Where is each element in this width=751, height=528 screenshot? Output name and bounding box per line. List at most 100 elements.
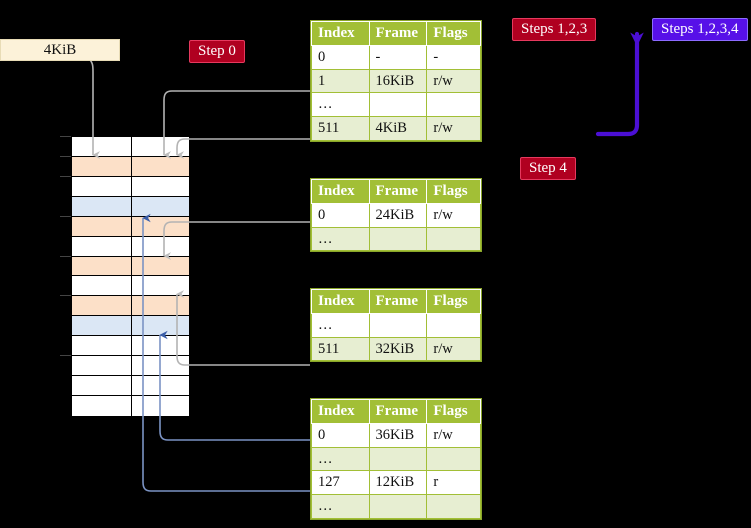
table-cell: 511 (311, 336, 370, 362)
table-cell: 511 (311, 116, 370, 141)
memory-column-divider (131, 156, 132, 176)
memory-frame-tick (60, 295, 72, 297)
memory-frame-row (72, 376, 189, 396)
table-cell: 12KiB (368, 470, 428, 496)
table-cell: 16KiB (368, 68, 428, 94)
memory-frame-row (72, 216, 189, 237)
memory-frame-row (72, 276, 189, 297)
memory-column-divider (131, 196, 132, 216)
table-cell: … (311, 313, 370, 338)
column-header-frame: Frame (368, 21, 428, 46)
column-header-flags: Flags (426, 399, 481, 424)
memory-frame-row (72, 176, 189, 197)
column-header-frame: Frame (368, 179, 428, 204)
table-cell: 4KiB (368, 116, 428, 141)
table-cell (368, 92, 428, 118)
table-cell: 127 (311, 470, 370, 496)
table-row[interactable]: … (311, 494, 481, 519)
memory-frame-row (72, 395, 189, 416)
size-label-4kib: 4KiB (0, 39, 120, 61)
memory-tick-marks (60, 136, 72, 415)
memory-column-divider (131, 376, 132, 395)
memory-column-divider (131, 296, 132, 316)
memory-column-divider (131, 176, 132, 196)
table-cell (426, 313, 481, 338)
table-cell: … (311, 226, 370, 252)
badge-step-0: Step 0 (189, 40, 245, 64)
wire-table3-row511 (176, 290, 310, 366)
table-cell (426, 226, 481, 252)
badge-steps-123: Steps 1,2,3 (512, 18, 597, 42)
memory-column-divider (131, 336, 132, 356)
memory-frame-tick (60, 155, 72, 157)
table-cell (368, 226, 428, 252)
column-header-index: Index (311, 399, 370, 424)
table-cell: … (311, 494, 370, 519)
table-cell: - (426, 45, 481, 70)
memory-frame-tick (60, 175, 72, 177)
column-header-frame: Frame (368, 399, 428, 424)
table-cell: 0 (311, 203, 370, 228)
memory-frame-row (72, 156, 189, 177)
column-header-flags: Flags (426, 289, 481, 314)
table-cell (368, 446, 428, 472)
table-cell: 24KiB (368, 203, 428, 228)
memory-frame-row (72, 336, 189, 357)
table-cell: 1 (311, 68, 370, 94)
table-cell: … (311, 92, 370, 118)
memory-column-divider (131, 256, 132, 276)
column-header-flags: Flags (426, 21, 481, 46)
badge-steps-1234: Steps 1,2,3,4 (652, 18, 748, 42)
memory-frame-row (72, 236, 189, 257)
table-row[interactable]: 0-- (311, 45, 481, 70)
memory-column-divider (131, 356, 132, 376)
table-cell (426, 92, 481, 118)
memory-column-divider (131, 395, 132, 416)
table-cell (426, 494, 481, 519)
table-cell: 32KiB (368, 336, 428, 362)
memory-frame-row (72, 256, 189, 277)
memory-frame-row (72, 296, 189, 317)
table-row[interactable]: … (311, 446, 481, 472)
arrow-steps-1234 (595, 31, 644, 137)
memory-frame-row (72, 356, 189, 377)
table-row[interactable]: … (311, 226, 481, 252)
memory-frame-tick (60, 136, 72, 137)
table-cell: … (311, 446, 370, 472)
table-cell: 36KiB (368, 423, 428, 448)
table-cell: r/w (426, 336, 481, 362)
table-cell: r/w (426, 116, 481, 141)
table-cell: 0 (311, 423, 370, 448)
badge-step-4: Step 4 (520, 157, 576, 181)
column-header-index: Index (311, 289, 370, 314)
column-header-frame: Frame (368, 289, 428, 314)
table-cell (426, 446, 481, 472)
column-header-index: Index (311, 21, 370, 46)
column-header-flags: Flags (426, 179, 481, 204)
memory-column-divider (131, 216, 132, 236)
memory-frame-tick (60, 255, 72, 257)
memory-frame-row (72, 196, 189, 217)
table-row[interactable]: … (311, 92, 481, 118)
table-cell: r/w (426, 423, 481, 448)
table-cell: r/w (426, 203, 481, 228)
table-cell: r (426, 470, 481, 496)
table-row[interactable]: … (311, 313, 481, 338)
table-cell (368, 494, 428, 519)
memory-column-divider (131, 316, 132, 336)
table-cell: - (368, 45, 428, 70)
